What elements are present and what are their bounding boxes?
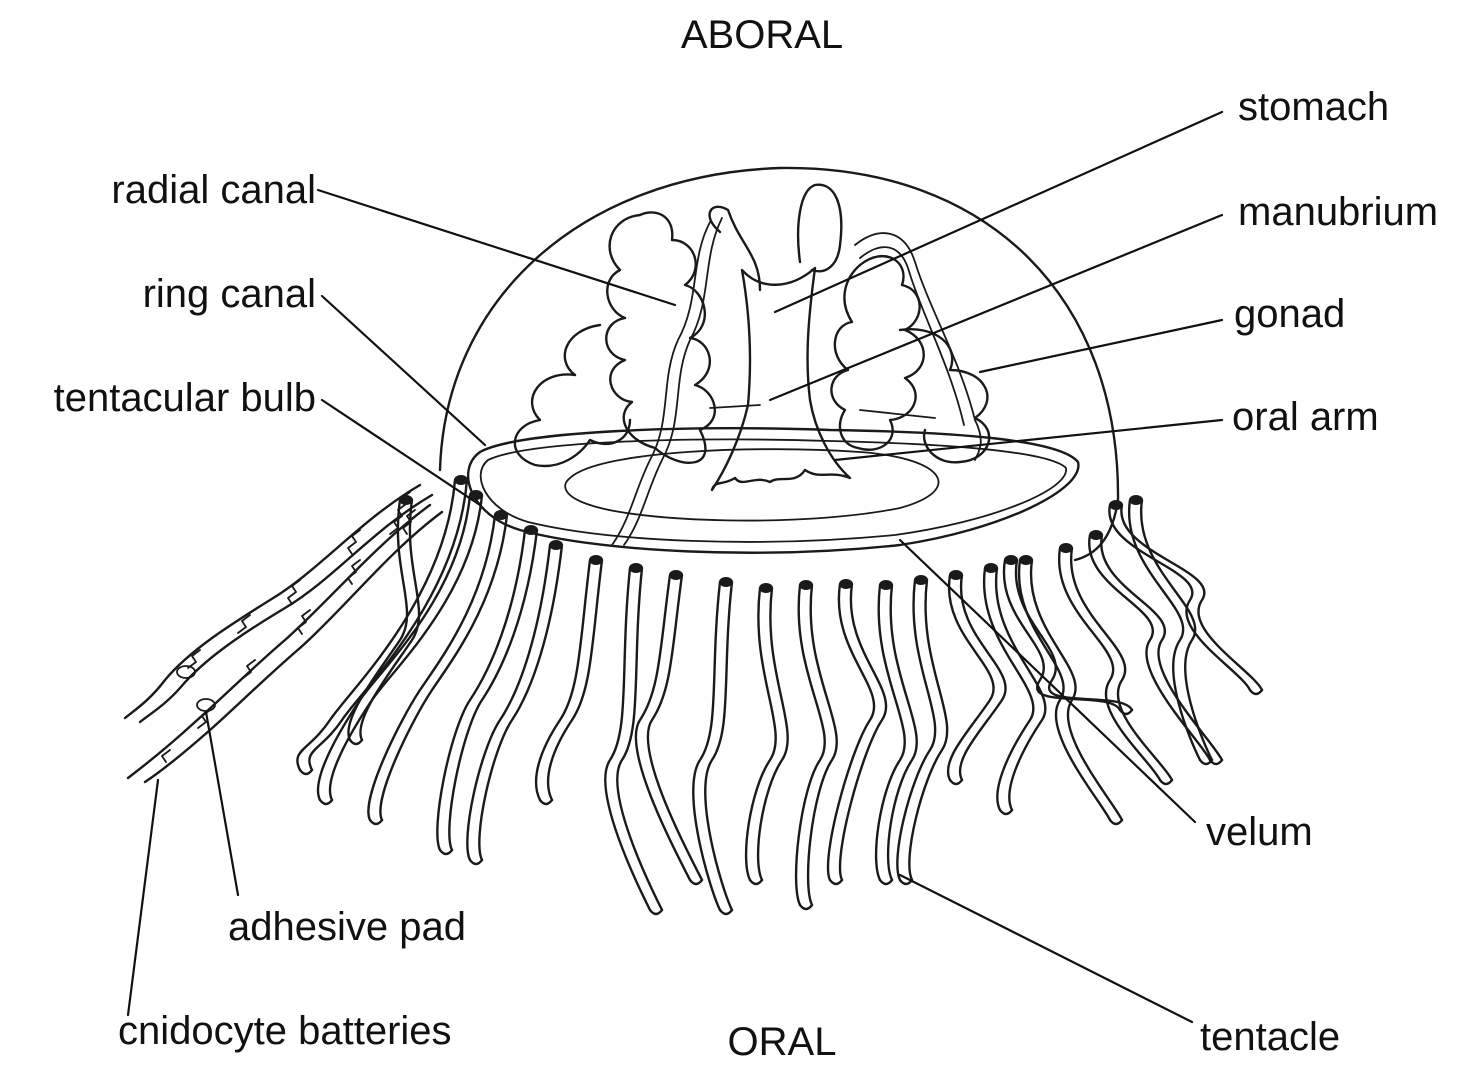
adhesive-pad-shape-2 xyxy=(177,666,195,678)
tentacle-tip xyxy=(950,780,962,784)
tentacular-bulb-shape xyxy=(759,583,773,593)
label-ring-canal: ring canal xyxy=(143,272,316,316)
tentacle-7 xyxy=(605,568,650,910)
tentacle-tip xyxy=(750,880,762,884)
tentacle-tip xyxy=(800,905,812,909)
leader-manubrium xyxy=(770,215,1222,400)
cnidocyte-zigzag-1 xyxy=(188,492,410,668)
tentacle-tip xyxy=(1200,760,1212,764)
extended-tentacle-1 xyxy=(125,485,420,718)
tentacle-tip xyxy=(370,820,382,824)
tentacular-bulb-shape xyxy=(1019,555,1033,565)
label-radial-canal: radial canal xyxy=(111,168,316,212)
tentacle-7-edge xyxy=(617,568,662,910)
tentacular-bulb-shape xyxy=(1059,543,1073,553)
label-manubrium: manubrium xyxy=(1238,190,1438,234)
leader-tentacle xyxy=(900,875,1192,1022)
tentacular-bulb-shape xyxy=(719,577,733,587)
tentacle-11 xyxy=(796,585,825,905)
tentacle-tip xyxy=(830,880,842,884)
tentacle-tip xyxy=(690,880,702,884)
leader-adhesive-pad xyxy=(206,712,238,895)
tentacular-bulb-shape xyxy=(1004,555,1018,565)
gonad-right xyxy=(831,256,923,450)
tentacle-tip xyxy=(1000,810,1012,814)
tentacular-bulb-shape xyxy=(949,570,963,580)
tentacle-tip xyxy=(720,910,732,914)
tentacle-tip xyxy=(440,850,452,854)
gonad-left xyxy=(606,212,715,462)
extended-tentacle-2 xyxy=(128,505,430,778)
tentacle-tip xyxy=(1110,820,1122,824)
tentacular-bulb-shape xyxy=(1129,495,1143,505)
oral-label: ORAL xyxy=(728,1020,837,1064)
tentacle-9-edge xyxy=(705,582,732,910)
label-adhesive-pad: adhesive pad xyxy=(228,905,466,949)
tentacle-tip xyxy=(880,880,892,884)
tentacle-17-edge xyxy=(1031,560,1122,820)
radial-canals xyxy=(612,218,981,545)
tentacle-tip xyxy=(1160,780,1172,784)
tentacular-bulb-shape xyxy=(629,563,643,573)
tentacular-bulb-shape xyxy=(1089,530,1103,540)
leader-velum xyxy=(900,540,1195,822)
tentacular-bulb-shape xyxy=(454,475,468,485)
tentacle-tip xyxy=(540,800,552,804)
tentacle-tip xyxy=(320,800,332,804)
tentacle-19 xyxy=(1089,535,1210,760)
label-velum: velum xyxy=(1206,810,1313,854)
tentacle-tip xyxy=(1120,710,1132,714)
tentacle-1-edge xyxy=(309,480,467,770)
tentacular-bulb-shape xyxy=(669,570,683,580)
manubrium xyxy=(712,268,850,490)
gonad-right-outer xyxy=(900,329,989,462)
leader-lines xyxy=(128,112,1222,1022)
tentacular-bulb-shape xyxy=(839,579,853,589)
tentacular-bulb-shape xyxy=(879,580,893,590)
tentacle-8 xyxy=(636,575,690,880)
tentacle-22 xyxy=(348,500,407,740)
gonad-top-right xyxy=(798,185,841,272)
leader-stomach xyxy=(775,112,1222,312)
tentacle-6 xyxy=(536,560,590,800)
manubrium-outline xyxy=(712,268,850,490)
tentacle-tip xyxy=(350,740,362,744)
tentacular-bulb-shape xyxy=(984,563,998,573)
tentacular-bulb-shape xyxy=(494,510,508,520)
label-stomach: stomach xyxy=(1238,85,1389,129)
tentacular-bulb-shape xyxy=(549,540,563,550)
tentacular-bulb-shape xyxy=(524,525,538,535)
label-tentacle: tentacle xyxy=(1200,1015,1340,1059)
label-cnidocyte-batteries: cnidocyte batteries xyxy=(118,1009,452,1053)
leader-gonad xyxy=(980,320,1222,372)
tentacular-bulb-shape xyxy=(914,575,928,585)
aboral-label: ABORAL xyxy=(681,13,843,57)
leader-cnidocyte-batteries xyxy=(128,780,158,1015)
tentacular-bulb-shape xyxy=(799,580,813,590)
tentacle-tip xyxy=(1250,690,1262,694)
tentacular-bulb-shape xyxy=(589,555,603,565)
label-gonad: gonad xyxy=(1234,292,1345,336)
tentacle-10-edge xyxy=(758,588,788,880)
tentacle-tip xyxy=(650,910,662,914)
leader-radial-canal xyxy=(318,190,675,305)
tentacle-16 xyxy=(984,568,1033,810)
velum-shape xyxy=(565,449,938,520)
tentacle-tip xyxy=(300,770,312,774)
tentacle-5-edge xyxy=(479,545,562,860)
leader-tentacular-bulb xyxy=(322,400,480,505)
tentacle-11-edge xyxy=(808,585,837,905)
label-oral-arm: oral arm xyxy=(1232,395,1379,439)
label-tentacular-bulb: tentacular bulb xyxy=(54,376,316,420)
tentacle-8-edge xyxy=(648,575,702,880)
tentacular-bulb-shape xyxy=(1109,500,1123,510)
gonads xyxy=(515,185,989,466)
tentacle-tip xyxy=(470,860,482,864)
